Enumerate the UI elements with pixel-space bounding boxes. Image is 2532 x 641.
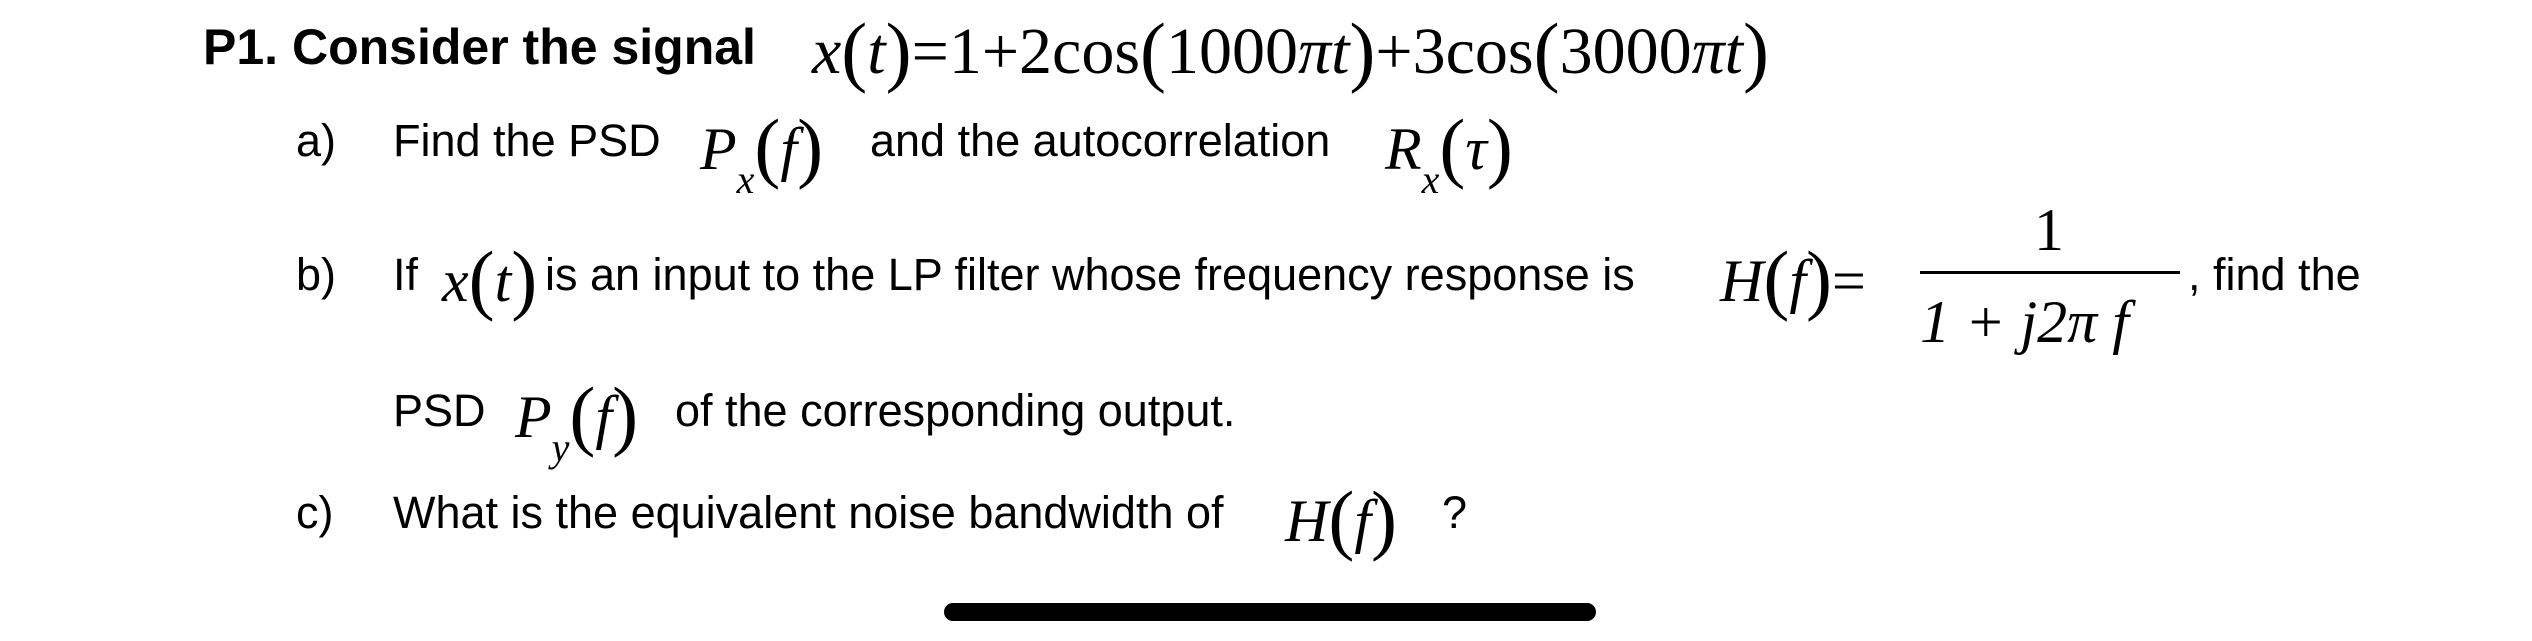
part-b-text-4: PSD [393,385,486,436]
part-a-text-2: and the autocorrelation [870,115,1331,166]
part-c-marker: c) [296,487,334,538]
problem-heading: P1. Consider the signal [203,22,756,72]
part-c-text-1: What is the equivalent noise bandwidth o… [393,487,1224,538]
psd-py-symbol: Py(f) [515,371,639,470]
part-b-marker: b) [296,249,337,300]
signal-equation: x(t)=1+2cos(1000πt)+3cos(3000πt) [812,7,1769,94]
fraction-numerator: 1 [2034,197,2064,263]
part-a-marker: a) [296,115,337,166]
filter-hf-symbol-c: H(f) [1285,475,1397,562]
problem-label: P1. [203,19,279,75]
input-xt-symbol: x(t) [442,235,538,322]
part-b-text-2: is an input to the LP filter whose frequ… [545,249,1635,300]
part-c-text-2: ? [1442,487,1468,538]
psd-px-symbol: Px(f) [700,103,824,202]
home-indicator-bar[interactable] [944,603,1596,621]
part-b-text-3: , find the [2188,249,2361,300]
filter-hf-symbol: H(f)= [1720,235,1866,322]
autocorrelation-symbol: Rx(τ) [1385,103,1513,202]
problem-intro: Consider the signal [291,19,756,75]
part-a-text-1: Find the PSD [393,115,661,166]
fraction-bar [1920,271,2180,274]
fraction-denominator: 1 + j2π f [1920,289,2129,355]
part-b-text-1: If [393,249,419,300]
part-b-text-5: of the corresponding output. [675,385,1236,436]
